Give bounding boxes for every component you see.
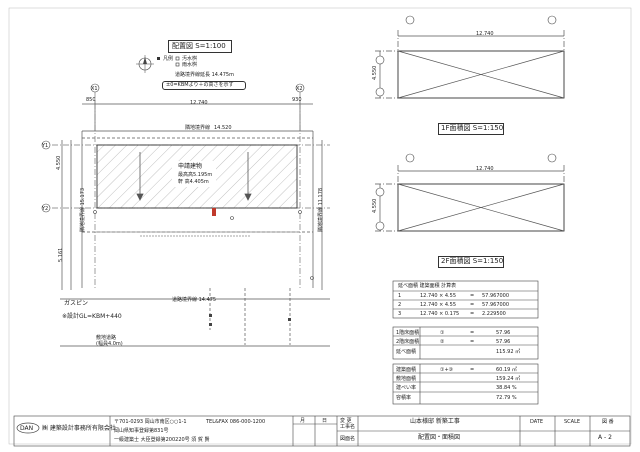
- left-side-boundary: 隣地境界線 15.173: [80, 187, 86, 232]
- north-boundary-label: 隣地境界線: [185, 125, 211, 131]
- total-floor-value: 115.92 ㎡: [496, 349, 521, 355]
- floor-area-ref: ②: [440, 339, 445, 345]
- floor1-title: 1F面積図 S=1:150: [441, 124, 504, 132]
- site-row-value: 60.19 ㎡: [496, 367, 517, 373]
- floor-area-label: 1階床面積: [396, 330, 420, 336]
- floor2-diagram: [375, 165, 565, 232]
- floor-area-eq: =: [470, 339, 475, 345]
- gas-label: ガスピン: [64, 300, 89, 307]
- floor2-height: 4.550: [372, 198, 378, 213]
- road-note: 敷地道路: [96, 335, 117, 341]
- calc-eq: =: [470, 311, 475, 317]
- scale-label: SCALE: [564, 419, 581, 425]
- axis-tag-y2: Y2: [42, 206, 49, 212]
- left-total-dim: 5.161: [58, 247, 64, 262]
- road-width-sub: (幅員4.0m): [96, 341, 123, 347]
- calc-formula: 12.740 × 0.175: [420, 311, 460, 317]
- north-boundary-len: 14.520: [214, 125, 232, 131]
- left-offset: 850: [86, 97, 96, 103]
- axis-tag-x2: X2: [296, 86, 303, 92]
- legend-label: 凡例: [163, 56, 174, 62]
- drawing-name: 配置図・面積図: [418, 434, 461, 441]
- area-table-frame: [392, 280, 539, 405]
- company-registration: 岡山県知事登録第831号: [114, 428, 169, 434]
- site-plan-title-box: [168, 40, 232, 53]
- floor2-title: 2F面積図 S=1:150: [441, 257, 504, 265]
- calc-formula: 12.740 × 4.55: [420, 302, 456, 308]
- axis-tag-x1: X1: [91, 86, 98, 92]
- floor1-width: 12.740: [476, 31, 494, 37]
- floor2-width: 12.740: [476, 166, 494, 172]
- floor-area-ref: ①: [440, 330, 445, 336]
- calc-no: 2: [398, 302, 402, 308]
- legend-item: 汚水桝: [182, 56, 198, 62]
- calc-value: 57.967000: [482, 302, 510, 308]
- right-offset: 930: [292, 97, 302, 103]
- company-tel: TEL&FAX 086-000-1200: [206, 419, 266, 425]
- calc-value: 57.967000: [482, 293, 510, 299]
- project-name: 山本様邸 新築工事: [410, 418, 460, 425]
- total-floor-label: 延べ面積: [396, 349, 417, 355]
- top-width-dim: 12.740: [190, 100, 208, 106]
- title-block-frame: [13, 415, 631, 447]
- calc-no: 1: [398, 293, 402, 299]
- floor1-diagram: [375, 30, 565, 99]
- road-width-note: 道路境界線延長 14.475m: [175, 72, 234, 78]
- calc-formula: 12.740 × 4.55: [420, 293, 456, 299]
- project-label: 工事名: [340, 424, 356, 430]
- right-side-boundary: 隣地境界線 11.178: [318, 187, 324, 232]
- drawing-no-label: 図 番: [602, 419, 614, 425]
- floor-area-eq: =: [470, 330, 475, 336]
- legend-item: 雨水桝: [182, 62, 198, 68]
- company-logo-text: DAN: [20, 425, 34, 432]
- area-table-title: 延べ面積 建築面積 計算表: [398, 283, 457, 289]
- site-row-value: 159.24 ㎡: [496, 376, 521, 382]
- axis-tag-y1: Y1: [42, 143, 49, 149]
- drawing-label: 図面名: [340, 436, 356, 442]
- floor-area-label: 2階床面積: [396, 339, 420, 345]
- floor1-height: 4.550: [372, 65, 378, 80]
- company-address: 〒701-0293 岡山市南区○○1-1: [114, 419, 187, 425]
- calc-eq: =: [470, 293, 475, 299]
- site-row-eq: =: [470, 367, 475, 373]
- gl-note: ±0=KBMより＋の高さを示す: [166, 82, 234, 88]
- rev-head-day: 日: [322, 418, 328, 424]
- site-row-label: 敷地面積: [396, 376, 417, 382]
- floor-area-value: 57.96: [496, 339, 511, 345]
- site-row-value: 38.84 %: [496, 385, 517, 391]
- site-row-value: 72.79 %: [496, 395, 517, 401]
- building-eave-height: 軒 高4.405m: [178, 179, 209, 185]
- floor-area-value: 57.96: [496, 330, 511, 336]
- entrance-marker: [212, 208, 216, 216]
- site-row-ref: ①+③: [440, 367, 454, 373]
- company-architect: 一級建築士 大臣登録第200220号 須 賀 賢: [114, 437, 210, 443]
- building-height-max: 最高高5.195m: [178, 172, 213, 178]
- rev-head-month: 月: [300, 418, 306, 424]
- north-arrow-icon: [136, 55, 154, 73]
- left-dimension: 4.550: [56, 155, 62, 170]
- road-boundary-label: 道路境界線 14.475: [172, 297, 217, 303]
- kbm-note: ※設計GL=KBM+440: [62, 313, 122, 320]
- site-row-label: 建ぺい率: [396, 385, 417, 391]
- site-row-label: 建築面積: [396, 367, 417, 373]
- calc-no: 3: [398, 311, 402, 317]
- company-logo: [16, 422, 40, 434]
- drawing-no: A - 2: [598, 434, 612, 441]
- site-plan-title: 配置図 S=1:100: [172, 42, 226, 50]
- rev-head-change: 変 更: [340, 418, 352, 424]
- company-name: ㈱ 建築設計事務所有限会社: [42, 425, 116, 432]
- site-row-label: 容積率: [396, 395, 412, 401]
- date-label: DATE: [530, 419, 544, 425]
- calc-eq: =: [470, 302, 475, 308]
- building-label: 申請建物: [178, 163, 203, 170]
- calc-value: 2.229500: [482, 311, 506, 317]
